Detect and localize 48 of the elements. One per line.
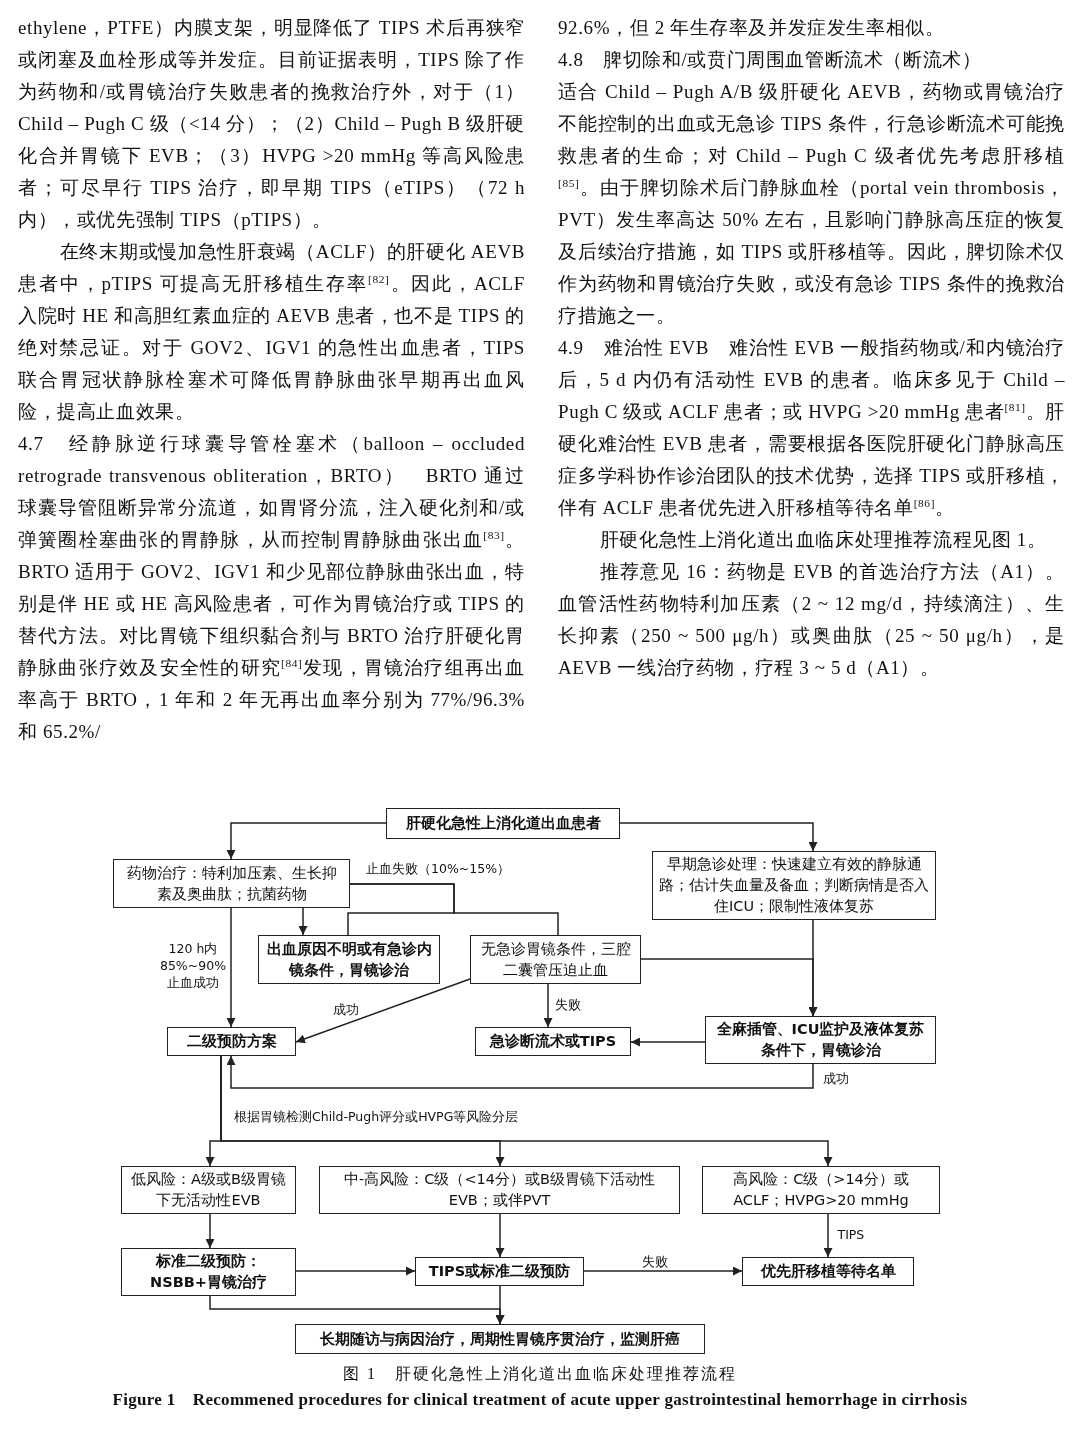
body-paragraph: 4.7 经静脉逆行球囊导管栓塞术（balloon – occluded retrograde transvenous obliteration，BRTO） BRTO 通过球囊导管阻断异常分流道，如胃肾分流，注入硬化剂和/或弹簧圈栓塞曲张的胃静脉，从而控制胃静脉曲张出血$^{[83]}$。BRTO 适用于 GOV2、IGV1 和少见部位静脉曲张出血，特别是伴 HE 或 HE 高风险患者，可作为胃镜治疗或 TIPS 的替代方法。对比胃镜下组织黏合剂与 BRTO 治疗肝硬化胃静脉曲张疗效及安全性的研究$^{[84]}$发现，胃镜治疗组再出血率高于 BRTO，1 年和 2 年无再出血率分别为 77%/96.3% 和 65.2%/	[18, 432, 525, 744]
process-box: 中-高风险：C级（<14分）或B级胃镜下活动性EVB；或伴PVT	[319, 1166, 680, 1214]
arrow	[543, 983, 553, 1028]
arrow	[220, 1055, 833, 1167]
edge-label: 失败	[640, 1252, 670, 1270]
body-paragraph: 适合 Child – Pugh A/B 级肝硬化 AEVB，药物或胃镜治疗不能控制的出血或无急诊 TIPS 条件，行急诊断流术可能挽救患者的生命；对 Child – Pugh C 级者优先考虑肝移植$^{[85]}$。由于脾切除术后门静脉血栓（portal vein thrombosis，PVT）发生率高达 50% 左右，且影响门静脉高压症的恢复及后续治疗措施，如 TIPS 或肝移植等。因此，脾切除术仅作为药物和胃镜治疗失败，或没有急诊 TIPS 条件的挽救治疗措施之一。	[558, 80, 1065, 328]
section-heading: 4.8 脾切除和/或贲门周围血管断流术（断流术）	[558, 48, 983, 72]
process-box: 高风险：C级（>14分）或ACLF；HVPG>20 mmHg	[702, 1166, 940, 1214]
edge-label: 成功	[331, 1000, 361, 1018]
edge-label: 根据胃镜检测Child-Pugh评分或HVPG等风险分层	[232, 1107, 521, 1125]
figure-caption: Figure 1 Recommened procedures for clinical treatment of acute upper gastrointestinal hemorrhage in cirrhosis	[111, 1389, 969, 1411]
process-box: 优先肝移植等待名单	[742, 1257, 914, 1286]
arrow	[295, 1266, 416, 1276]
process-box: 急诊断流术或TIPS	[475, 1027, 631, 1056]
process-box: 肝硬化急性上消化道出血患者	[386, 808, 620, 839]
process-box: TIPS或标准二级预防	[415, 1257, 584, 1286]
arrow	[226, 1055, 814, 1089]
connector-line	[349, 883, 559, 936]
arrow	[619, 822, 818, 852]
edge-label: 成功	[821, 1069, 851, 1087]
figure-caption: 图 1 肝硬化急性上消化道出血临床处理推荐流程	[342, 1364, 738, 1384]
body-paragraph: 在终末期或慢加急性肝衰竭（ACLF）的肝硬化 AEVB 患者中，pTIPS 可提高无肝移植生存率$^{[82]}$。因此，ACLF 入院时 HE 和高胆红素血症的 AEVB 患者，也不是 TIPS 的绝对禁忌证。对于 GOV2、IGV1 的急性出血患者，TIPS 联合胃冠状静脉栓塞术可降低胃静脉曲张早期再出血风险，提高止血效果。	[18, 240, 525, 424]
arrow	[298, 907, 308, 936]
arrow	[226, 907, 236, 1028]
body-paragraph: 推荐意见 16：药物是 EVB 的首选治疗方法（A1）。血管活性药物特利加压素（2 ~ 12 mg/d，持续滴注）、生长抑素（250 ~ 500 μg/h）或奥曲肽（25 ~ 50 μg/h），是 AEVB 一线治疗药物，疗程 3 ~ 5 d（A1）。	[558, 560, 1065, 680]
process-box: 早期急诊处理：快速建立有效的静脉通路；估计失血量及备血；判断病情是否入住ICU；限制性液体复苏	[652, 851, 936, 920]
arrow	[495, 1285, 505, 1325]
arrow	[205, 1213, 215, 1249]
arrow	[295, 978, 471, 1044]
process-box: 标准二级预防：NSBB+胃镜治疗	[121, 1248, 296, 1296]
process-box: 长期随访与病因治疗，周期性胃镜序贯治疗，监测肝癌	[295, 1324, 705, 1354]
process-box: 药物治疗：特利加压素、生长抑素及奥曲肽；抗菌药物	[113, 859, 350, 908]
body-paragraph: ethylene，PTFE）内膜支架，明显降低了 TIPS 术后再狭窄或闭塞及血栓形成等并发症。目前证据表明，TIPS 除了作为药物和/或胃镜治疗失败患者的挽救治疗外，对于（1）Child – Pugh C 级（<14 分）；（2）Child – Pugh B 级肝硬化合并胃镜下 EVB；（3）HVPG >20 mmHg 等高风险患者；可尽早行 TIPS 治疗，即早期 TIPS（eTIPS）（72 h 内），或优先强制 TIPS（pTIPS）。	[18, 16, 525, 232]
arrow	[630, 1037, 706, 1047]
body-paragraph: 4.9 难治性 EVB 难治性 EVB 一般指药物或/和内镜治疗后，5 d 内仍有活动性 EVB 的患者。临床多见于 Child – Pugh C 级或 ACLF 患者；或 HVPG >20 mmHg 患者$^{[81]}$。肝硬化难治性 EVB 患者，需要根据各医院肝硬化门静脉高压症多学科协作诊治团队的技术优势，选择 TIPS 或肝移植，伴有 ACLF 患者优先进入肝移植等待名单$^{[86]}$。	[558, 336, 1065, 520]
arrow	[226, 822, 387, 860]
process-box: 出血原因不明或有急诊内镜条件，胃镜诊治	[258, 935, 440, 984]
body-paragraph: 肝硬化急性上消化道出血临床处理推荐流程见图 1。	[598, 528, 1048, 552]
arrow	[808, 919, 818, 1017]
arrow	[823, 1213, 833, 1258]
edge-label: 失败	[553, 995, 583, 1013]
arrow	[583, 1266, 743, 1276]
process-box: 低风险：A级或B级胃镜下无活动性EVB	[121, 1166, 296, 1214]
process-box: 无急诊胃镜条件，三腔二囊管压迫止血	[470, 935, 641, 984]
arrow	[495, 1213, 505, 1258]
process-box: 二级预防方案	[167, 1027, 296, 1056]
process-box: 全麻插管、ICU监护及液体复苏条件下，胃镜诊治	[705, 1016, 936, 1064]
body-paragraph: 92.6%，但 2 年生存率及并发症发生率相似。	[558, 16, 946, 40]
